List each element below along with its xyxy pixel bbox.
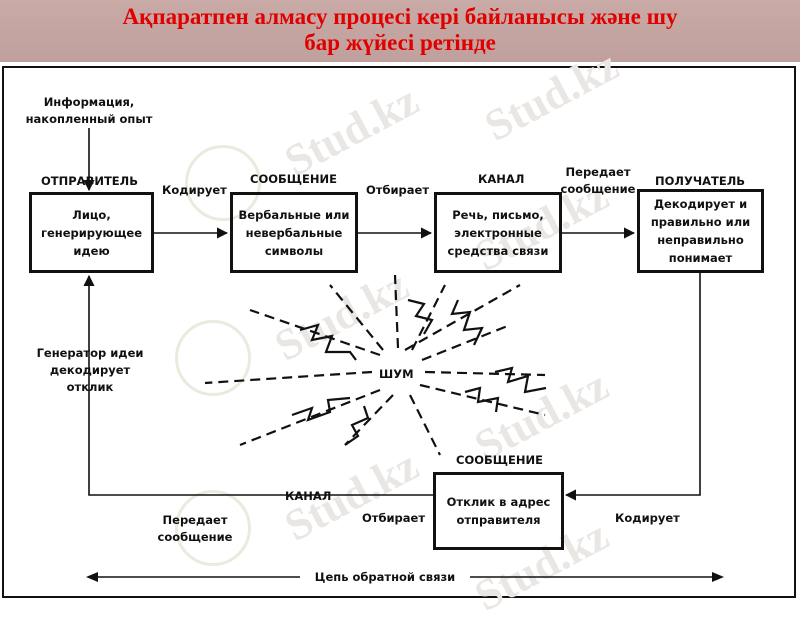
info-source-label: Информация, накопленный опыт bbox=[25, 95, 153, 126]
feedback-chain-label: Цепь обратной связи bbox=[300, 569, 470, 586]
title-bar: Ақпаратпен алмасу процесі кері байланысы… bbox=[0, 0, 800, 62]
channel-box: Речь, письмо, электронные средства связи bbox=[434, 192, 562, 273]
feedback-message-heading: СООБЩЕНИЕ bbox=[456, 453, 543, 467]
slide-title-line-1: Ақпаратпен алмасу процесі кері байланысы… bbox=[122, 4, 678, 29]
watermark-logo-icon bbox=[185, 145, 261, 221]
feedback-encodes-label: Кодирует bbox=[615, 511, 680, 525]
watermark-logo-icon bbox=[175, 320, 251, 396]
sender-box: Лицо, генерирующее идею bbox=[29, 192, 154, 273]
selects-label: Отбирает bbox=[366, 183, 429, 197]
feedback-channel-label: КАНАЛ bbox=[285, 489, 332, 503]
receiver-heading: ПОЛУЧАТЕЛЬ bbox=[655, 174, 746, 188]
receiver-box: Декодирует и правильно или неправильно п… bbox=[637, 189, 764, 273]
slide-title: Ақпаратпен алмасу процесі кері байланысы… bbox=[0, 4, 800, 56]
message-box: Вербальные или невербальные символы bbox=[230, 192, 358, 273]
feedback-transmits-label: Передает сообщение bbox=[157, 513, 233, 544]
diagram-frame bbox=[2, 66, 796, 598]
watermark-logo-icon bbox=[175, 490, 251, 566]
encodes-label: Кодирует bbox=[162, 183, 227, 197]
channel-heading: КАНАЛ bbox=[478, 172, 525, 186]
idea-generator-label: Генератор идеи декодирует отклик bbox=[36, 346, 144, 394]
noise-label: ШУМ bbox=[379, 367, 414, 381]
sender-heading: ОТПРАВИТЕЛЬ bbox=[41, 174, 138, 188]
feedback-box: Отклик в адрес отправителя bbox=[433, 472, 564, 550]
noise-burst bbox=[204, 274, 547, 456]
message-heading: СООБЩЕНИЕ bbox=[250, 172, 337, 186]
feedback-selects-label: Отбирает bbox=[362, 511, 425, 525]
transmits-label: Передает сообщение bbox=[560, 165, 636, 196]
slide-title-line-2: бар жүйесі ретінде bbox=[304, 30, 496, 55]
